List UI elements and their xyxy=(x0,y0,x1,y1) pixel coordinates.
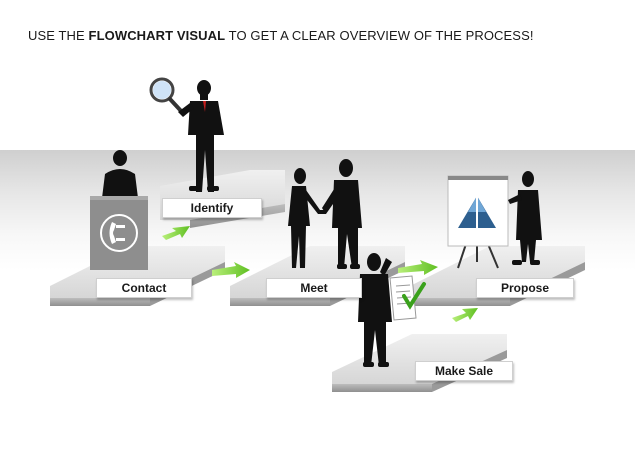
headline: USE THE FLOWCHART VISUAL TO GET A CLEAR … xyxy=(28,28,534,43)
presenter-with-chart-icon xyxy=(447,171,542,269)
receptionist-with-phone-icon xyxy=(90,150,148,270)
businessman-with-contract-icon xyxy=(358,253,426,367)
handshake-icon xyxy=(288,159,362,269)
step-label-propose: Propose xyxy=(476,278,574,298)
headline-prefix: USE THE xyxy=(28,28,89,43)
arrow-contact-to-meet-icon xyxy=(212,262,250,278)
step-label-contact: Contact xyxy=(96,278,192,298)
arrow-meet-to-propose-icon xyxy=(398,260,438,275)
arrow-propose-to-make-sale-icon xyxy=(452,308,478,322)
headline-emphasis: FLOWCHART VISUAL xyxy=(88,28,226,43)
step-label-make-sale: Make Sale xyxy=(415,361,513,381)
businessman-with-magnifier-icon xyxy=(149,77,224,192)
step-label-identify: Identify xyxy=(162,198,262,218)
step-label-meet: Meet xyxy=(266,278,362,298)
arrow-identify-to-contact-icon xyxy=(162,226,190,240)
headline-suffix: TO GET A CLEAR OVERVIEW OF THE PROCESS! xyxy=(225,28,534,43)
